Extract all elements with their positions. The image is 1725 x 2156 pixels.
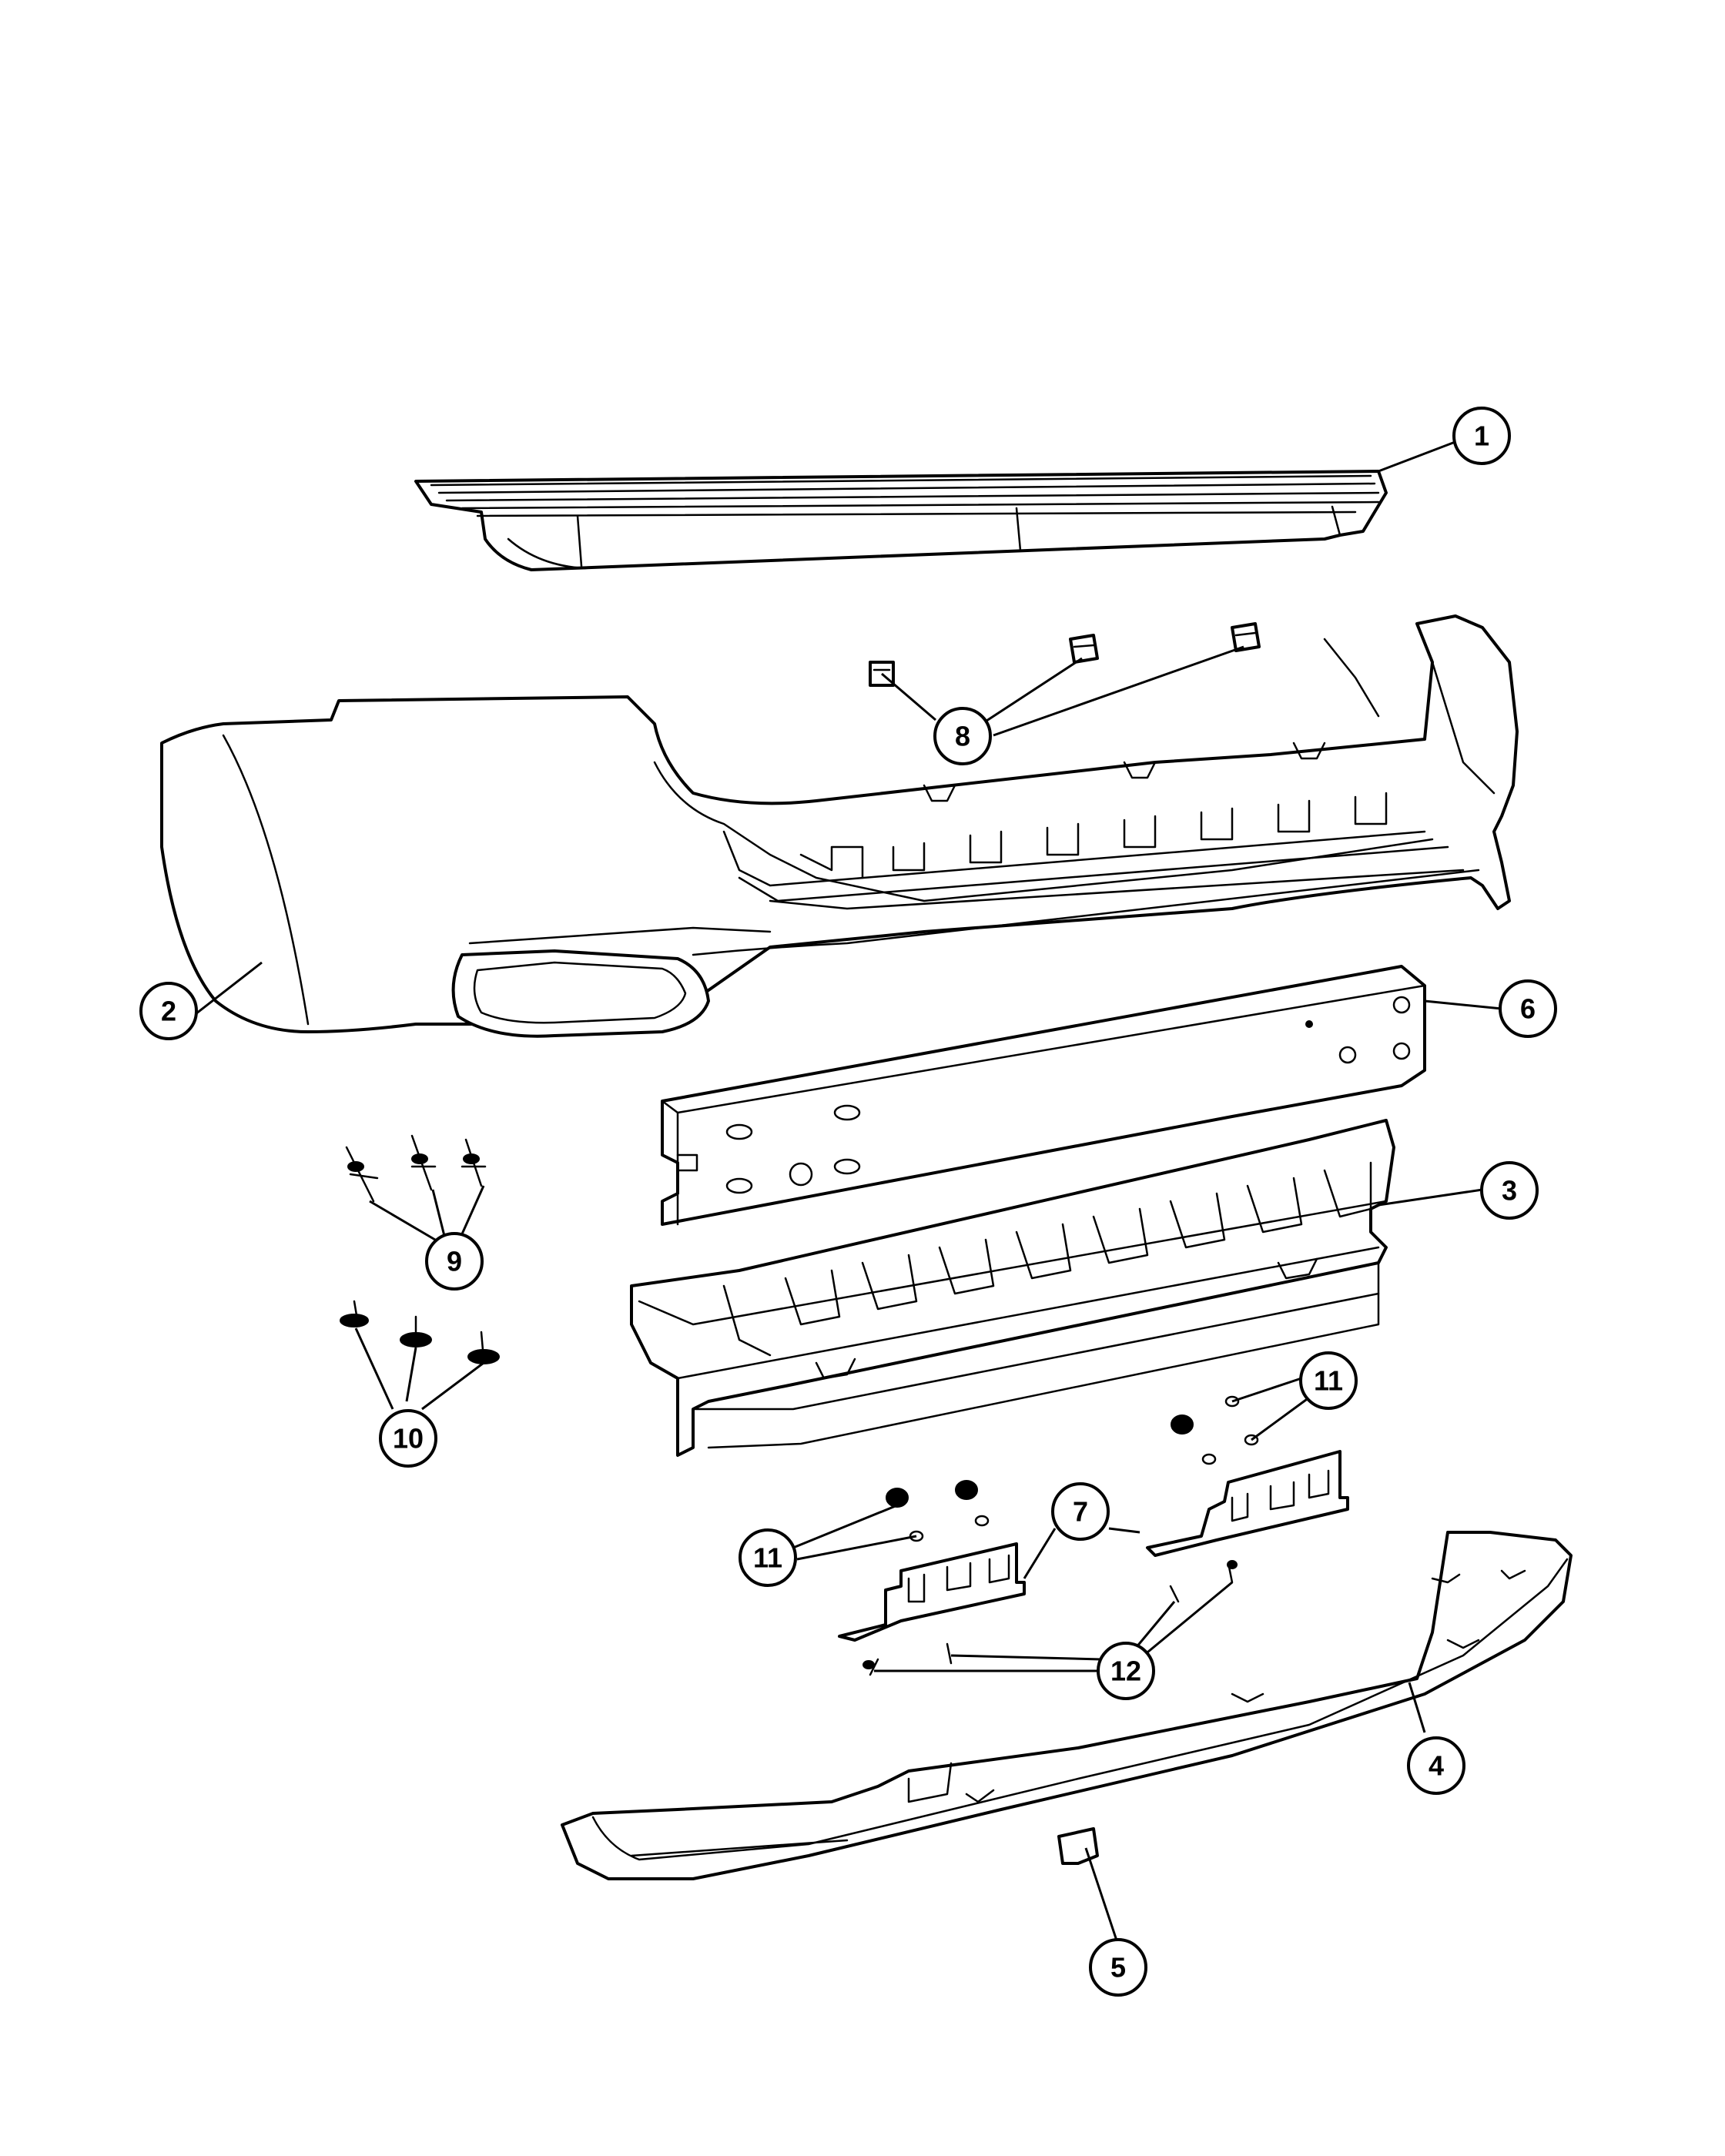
callout-label-5: 5 — [1110, 1952, 1126, 1984]
callout-4: 4 — [1407, 1736, 1465, 1795]
grommet-4 — [974, 1515, 990, 1527]
grommet-5 — [1171, 1414, 1194, 1435]
callout-7: 7 — [1051, 1482, 1110, 1541]
part-clips — [869, 622, 1261, 687]
grommet-1 — [886, 1488, 909, 1508]
callout-label-8: 8 — [955, 721, 970, 752]
callout-10: 10 — [379, 1409, 437, 1468]
leader-lines — [192, 437, 1502, 1941]
callout-2: 2 — [139, 982, 198, 1040]
grommet-8 — [1244, 1434, 1259, 1446]
screw-2 — [400, 1315, 432, 1348]
push-pin-1 — [345, 1146, 379, 1203]
bracket-left — [838, 1542, 1026, 1642]
part-grommets — [886, 1395, 1259, 1542]
grommet-7 — [1224, 1395, 1240, 1408]
fastener-2 — [946, 1642, 953, 1665]
callout-11-left: 11 — [739, 1528, 797, 1587]
push-pin-3 — [461, 1138, 487, 1187]
callout-label-11-left: 11 — [753, 1542, 782, 1574]
clip-3 — [1231, 622, 1261, 652]
grommet-3 — [955, 1480, 978, 1500]
callout-label-3: 3 — [1502, 1175, 1517, 1207]
callout-label-1: 1 — [1474, 420, 1489, 452]
screw-3 — [467, 1331, 500, 1364]
part-lower-valance — [561, 1531, 1573, 1880]
part-screws — [340, 1300, 500, 1364]
part-trim-cap — [1057, 1827, 1099, 1865]
callout-11-right: 11 — [1299, 1351, 1358, 1410]
part-upper-step-pad — [414, 470, 1388, 571]
callout-label-6: 6 — [1520, 993, 1536, 1025]
part-push-pins — [345, 1134, 487, 1203]
callout-1: 1 — [1452, 407, 1511, 465]
callout-label-7: 7 — [1073, 1496, 1088, 1528]
callout-label-10: 10 — [393, 1423, 424, 1455]
callout-label-11-right: 11 — [1314, 1365, 1343, 1397]
fastener-1 — [869, 1658, 879, 1676]
push-pin-2 — [410, 1134, 437, 1191]
callout-label-4: 4 — [1429, 1750, 1444, 1782]
grommet-6 — [1201, 1453, 1217, 1465]
fastener-3 — [1169, 1585, 1180, 1603]
callout-label-2: 2 — [161, 996, 176, 1027]
part-fasteners — [862, 1560, 1238, 1676]
grommet-2 — [909, 1530, 924, 1542]
callout-9: 9 — [425, 1232, 484, 1291]
part-rear-bumper-fascia — [160, 614, 1519, 1038]
bracket-right — [1146, 1450, 1349, 1557]
callout-6: 6 — [1499, 979, 1557, 1038]
callout-label-9: 9 — [447, 1246, 462, 1277]
clip-2 — [1069, 634, 1099, 664]
callout-3: 3 — [1480, 1161, 1539, 1220]
callout-5: 5 — [1089, 1938, 1147, 1997]
callout-12: 12 — [1097, 1642, 1155, 1700]
part-brackets — [838, 1450, 1349, 1642]
screw-1 — [340, 1300, 369, 1327]
callout-label-12: 12 — [1110, 1656, 1141, 1687]
part-energy-absorber — [630, 1119, 1395, 1457]
callout-8: 8 — [933, 707, 992, 765]
part-reinforcement-beam — [661, 965, 1426, 1226]
